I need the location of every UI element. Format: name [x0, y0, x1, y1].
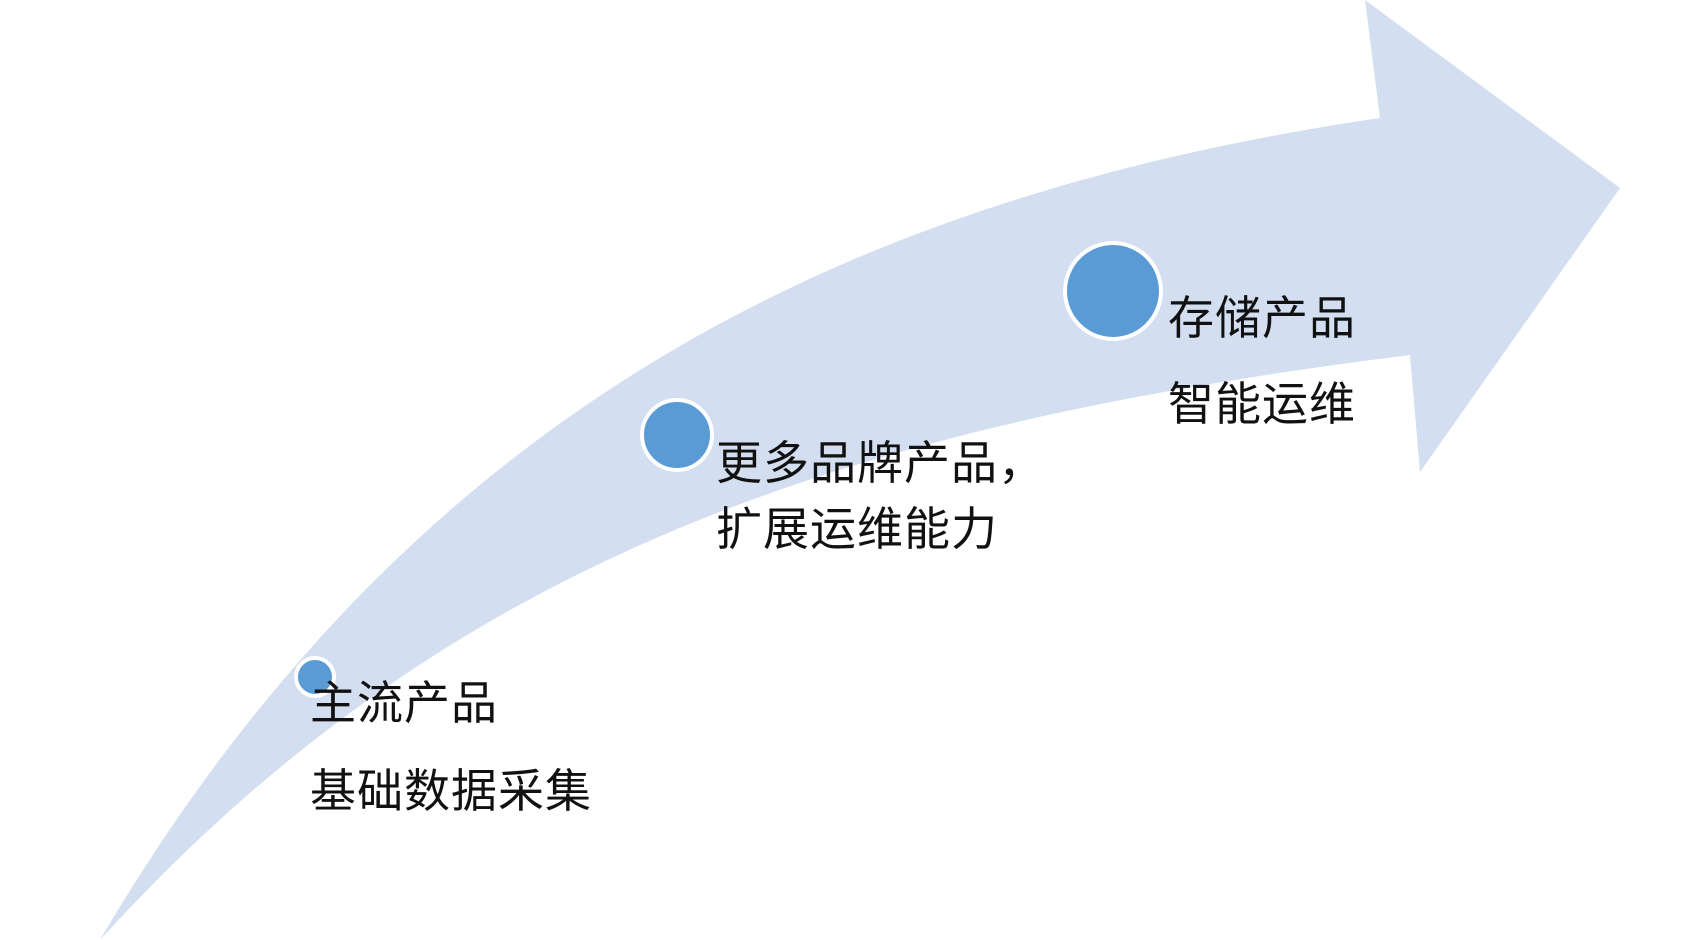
- curved-arrow: [100, 0, 1620, 940]
- stage-1-dot: [294, 656, 336, 698]
- stage-1-label: 主流产品 基础数据采集: [310, 680, 592, 814]
- stage-3-line-1: 存储产品: [1168, 291, 1356, 345]
- stage-1-line-1: 主流产品: [310, 676, 498, 730]
- stage-3-label: 存储产品 智能运维: [1168, 295, 1356, 427]
- stage-1-line-2: 基础数据采集: [310, 764, 592, 818]
- stage-3-line-2: 智能运维: [1168, 377, 1356, 431]
- stage-2-line-2: 扩展运维能力: [716, 502, 998, 556]
- stage-2-dot: [640, 398, 714, 472]
- stage-2-line-1: 更多品牌产品，: [716, 436, 1045, 490]
- stage-2-label: 更多品牌产品， 扩展运维能力: [716, 440, 1045, 552]
- stage-3-dot: [1063, 241, 1163, 341]
